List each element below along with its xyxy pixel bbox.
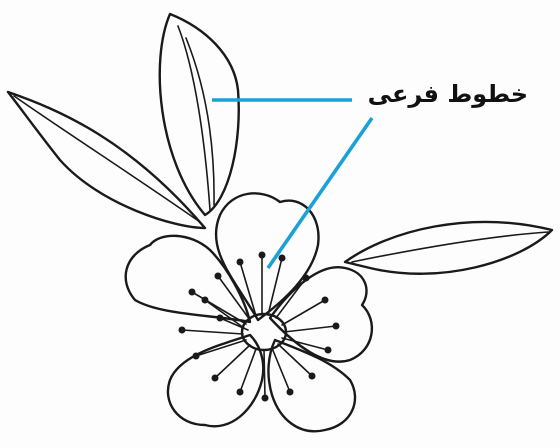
upper-leaf bbox=[160, 14, 239, 215]
annotation-label: خطوط فرعی bbox=[368, 80, 528, 108]
annotation-leaders bbox=[212, 100, 372, 268]
petals bbox=[126, 193, 372, 431]
petal-top bbox=[216, 193, 319, 320]
petal-left bbox=[126, 236, 250, 322]
right-leaf bbox=[345, 222, 552, 274]
leader-line-to-stamen bbox=[268, 118, 372, 268]
